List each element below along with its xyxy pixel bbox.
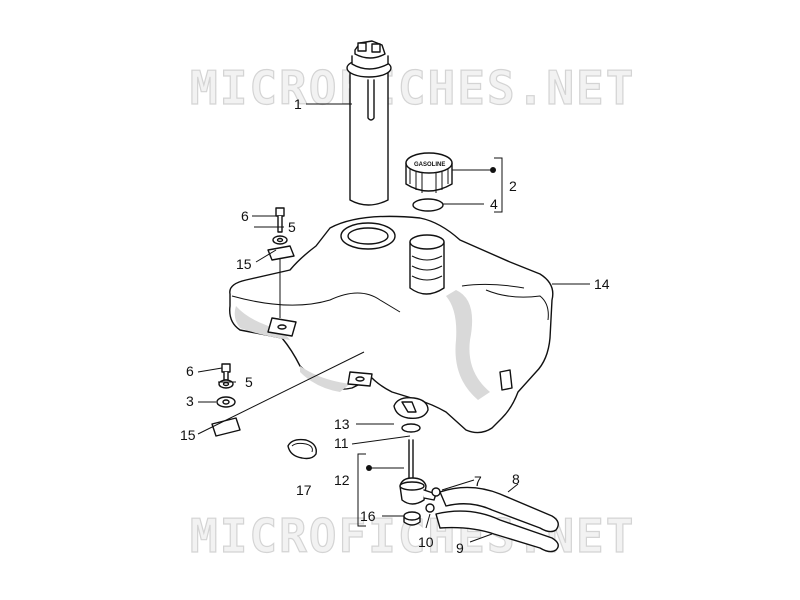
callout-13: 13 xyxy=(334,416,350,432)
part-14-fuel-tank xyxy=(229,215,554,434)
upper-mount-hardware xyxy=(267,207,295,318)
callout-3: 3 xyxy=(186,393,194,409)
callout-4: 4 xyxy=(490,196,498,212)
callout-6-upper: 6 xyxy=(241,208,249,224)
callout-8: 8 xyxy=(512,471,520,487)
callout-labels: 1 2 4 6 5 15 14 6 5 3 15 13 11 12 16 17 … xyxy=(180,96,610,556)
part-16-filter xyxy=(403,511,421,526)
callout-12: 12 xyxy=(334,472,350,488)
lower-mount-hardware xyxy=(211,363,241,437)
part-11-washer xyxy=(401,423,421,433)
part-7-small-clamp xyxy=(431,487,441,497)
cap-label-text: GASOLINE xyxy=(414,162,445,168)
part-1-filler-tube xyxy=(346,40,392,206)
part-13-clamp xyxy=(393,396,429,420)
callout-10: 10 xyxy=(418,534,434,550)
callout-2: 2 xyxy=(509,178,517,194)
callout-7: 7 xyxy=(474,473,482,489)
part-17-spring-clip xyxy=(287,438,317,460)
callout-16: 16 xyxy=(360,508,376,524)
part-10-small-clamp xyxy=(425,503,435,513)
callout-15-lower: 15 xyxy=(180,427,196,443)
callout-5-lower: 5 xyxy=(245,374,253,390)
part-4-oring xyxy=(412,198,444,212)
callout-1: 1 xyxy=(294,96,302,112)
leader-lines xyxy=(197,103,590,543)
callout-11: 11 xyxy=(334,435,349,451)
part-12-fuel-tap xyxy=(399,439,437,505)
part-2-fuel-cap: GASOLINE xyxy=(405,152,453,193)
callout-15-upper: 15 xyxy=(236,256,252,272)
hoses xyxy=(435,486,559,553)
callout-9: 9 xyxy=(456,540,464,556)
callout-6-lower: 6 xyxy=(186,363,194,379)
callout-5-upper: 5 xyxy=(288,219,296,235)
callout-17: 17 xyxy=(296,482,312,498)
watermark-top: MICROFICHES.NET xyxy=(190,61,635,115)
callout-14: 14 xyxy=(594,276,610,292)
